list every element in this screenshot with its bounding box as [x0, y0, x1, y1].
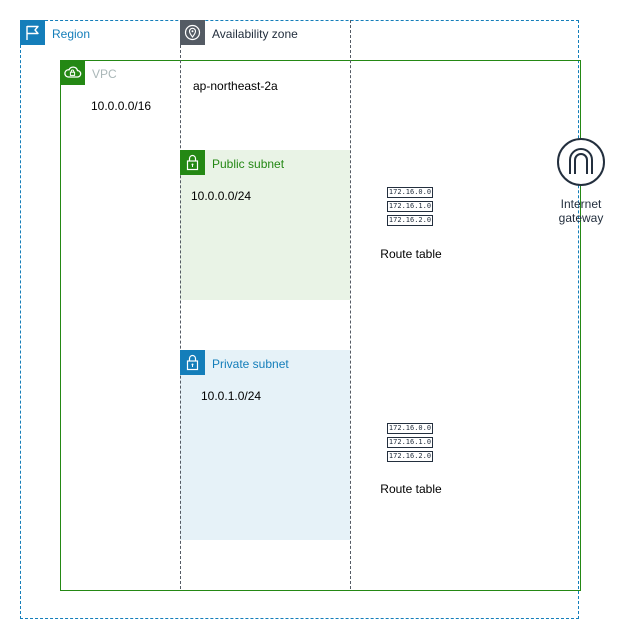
- private-subnet-group[interactable]: [180, 350, 350, 540]
- route-table-label: Route table: [380, 247, 442, 261]
- route-entry: 172.16.0.0: [387, 187, 433, 198]
- route-table-icon[interactable]: 172.16.0.0 172.16.1.0 172.16.2.0: [387, 423, 435, 462]
- availability-zone-name: ap-northeast-2a: [193, 79, 278, 93]
- padlock-icon: [180, 150, 205, 175]
- internet-gateway-label-line2: gateway: [558, 211, 604, 225]
- route-entry: 172.16.2.0: [387, 451, 433, 462]
- availability-zone-label: Availability zone: [212, 27, 298, 41]
- route-entry: 172.16.0.0: [387, 423, 433, 434]
- vpc-label: VPC: [92, 67, 117, 81]
- route-entry: 172.16.1.0: [387, 201, 433, 212]
- cloud-lock-icon: [60, 60, 85, 85]
- vpc-cidr: 10.0.0.0/16: [91, 99, 152, 113]
- internet-gateway-label: Internet gateway: [540, 197, 622, 225]
- route-table-label: Route table: [380, 482, 442, 496]
- padlock-icon: [180, 350, 205, 375]
- private-subnet-cidr: 10.0.1.0/24: [201, 389, 262, 403]
- public-subnet-cidr: 10.0.0.0/24: [191, 189, 252, 203]
- region-group[interactable]: [20, 20, 579, 619]
- internet-gateway-label-line1: Internet: [560, 197, 602, 211]
- location-pin-icon: [180, 20, 205, 45]
- public-subnet-group[interactable]: [180, 150, 350, 300]
- vpc-group[interactable]: [60, 60, 581, 591]
- private-subnet-label: Private subnet: [212, 357, 289, 371]
- public-subnet-label: Public subnet: [212, 157, 285, 171]
- region-label: Region: [52, 27, 91, 41]
- route-table-icon[interactable]: 172.16.0.0 172.16.1.0 172.16.2.0: [387, 187, 435, 226]
- route-entry: 172.16.1.0: [387, 437, 433, 448]
- availability-zone-group[interactable]: [180, 20, 351, 589]
- internet-gateway-icon[interactable]: [556, 137, 606, 187]
- flag-icon: [20, 20, 45, 45]
- route-entry: 172.16.2.0: [387, 215, 433, 226]
